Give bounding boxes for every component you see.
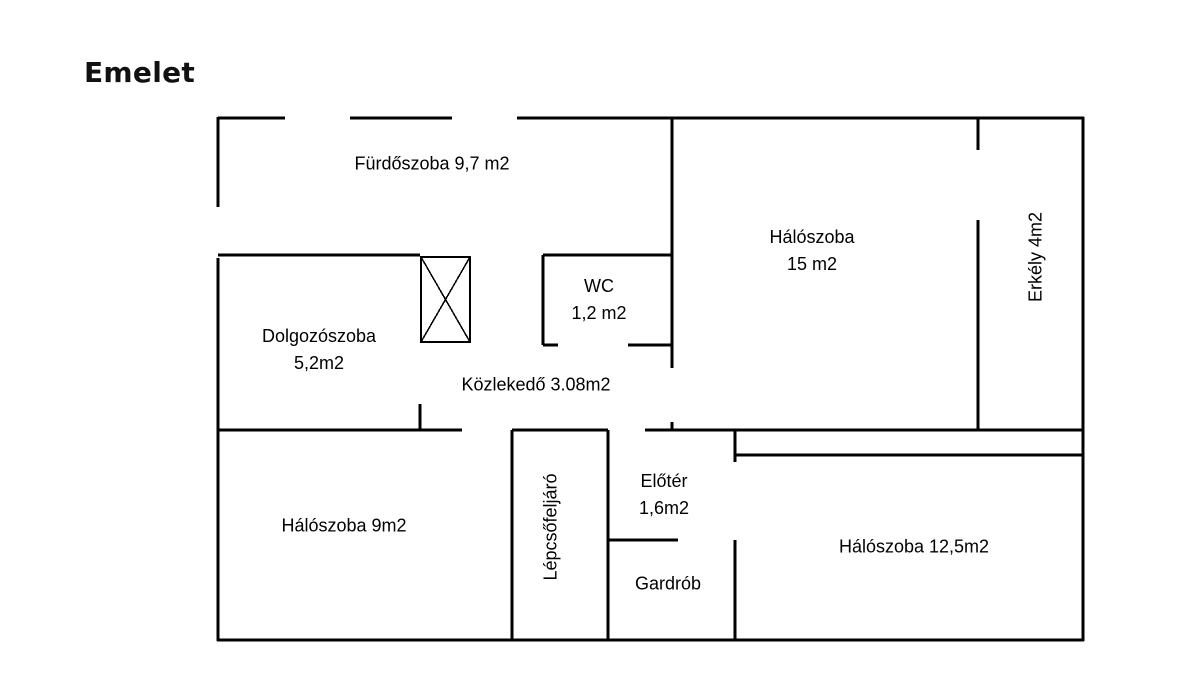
room-label-dolgozoszoba-line2: 5,2m2: [293, 353, 345, 373]
room-label-furdoszoba: Fürdőszoba 9,7 m2: [354, 153, 510, 174]
interior-walls: [218, 118, 1084, 640]
room-label-haloszoba15-line1: Hálószoba: [769, 227, 855, 247]
room-label-wc: WC 1,2 m2: [571, 273, 626, 327]
room-label-haloszoba15-line2: 15 m2: [786, 254, 838, 274]
room-label-haloszoba9: Hálószoba 9m2: [281, 515, 407, 536]
room-label-dolgozoszoba-line1: Dolgozószoba: [261, 326, 377, 346]
shaft-x-symbol: [420, 256, 471, 343]
room-label-wc-line2: 1,2 m2: [571, 303, 627, 323]
room-label-erkely: Erkély 4m2: [1025, 211, 1046, 303]
room-label-haloszoba125: Hálószoba 12,5m2: [838, 536, 990, 557]
room-label-wc-line1: WC: [584, 276, 614, 296]
room-label-kozlekedo: Közlekedő 3.08m2: [461, 374, 611, 395]
room-label-lepcsofeljaro: Lépcsőfeljáró: [540, 473, 561, 581]
room-label-eloter-line2: 1,6m2: [638, 498, 690, 518]
room-label-haloszoba15: Hálószoba 15 m2: [769, 224, 854, 278]
room-label-dolgozoszoba: Dolgozószoba 5,2m2: [262, 323, 376, 377]
room-label-eloter: Előtér 1,6m2: [639, 468, 689, 522]
room-label-eloter-line1: Előtér: [640, 471, 688, 491]
page-title: Emelet: [84, 56, 196, 89]
outer-walls: [216, 116, 1085, 642]
room-label-gardrob: Gardrób: [634, 573, 702, 594]
